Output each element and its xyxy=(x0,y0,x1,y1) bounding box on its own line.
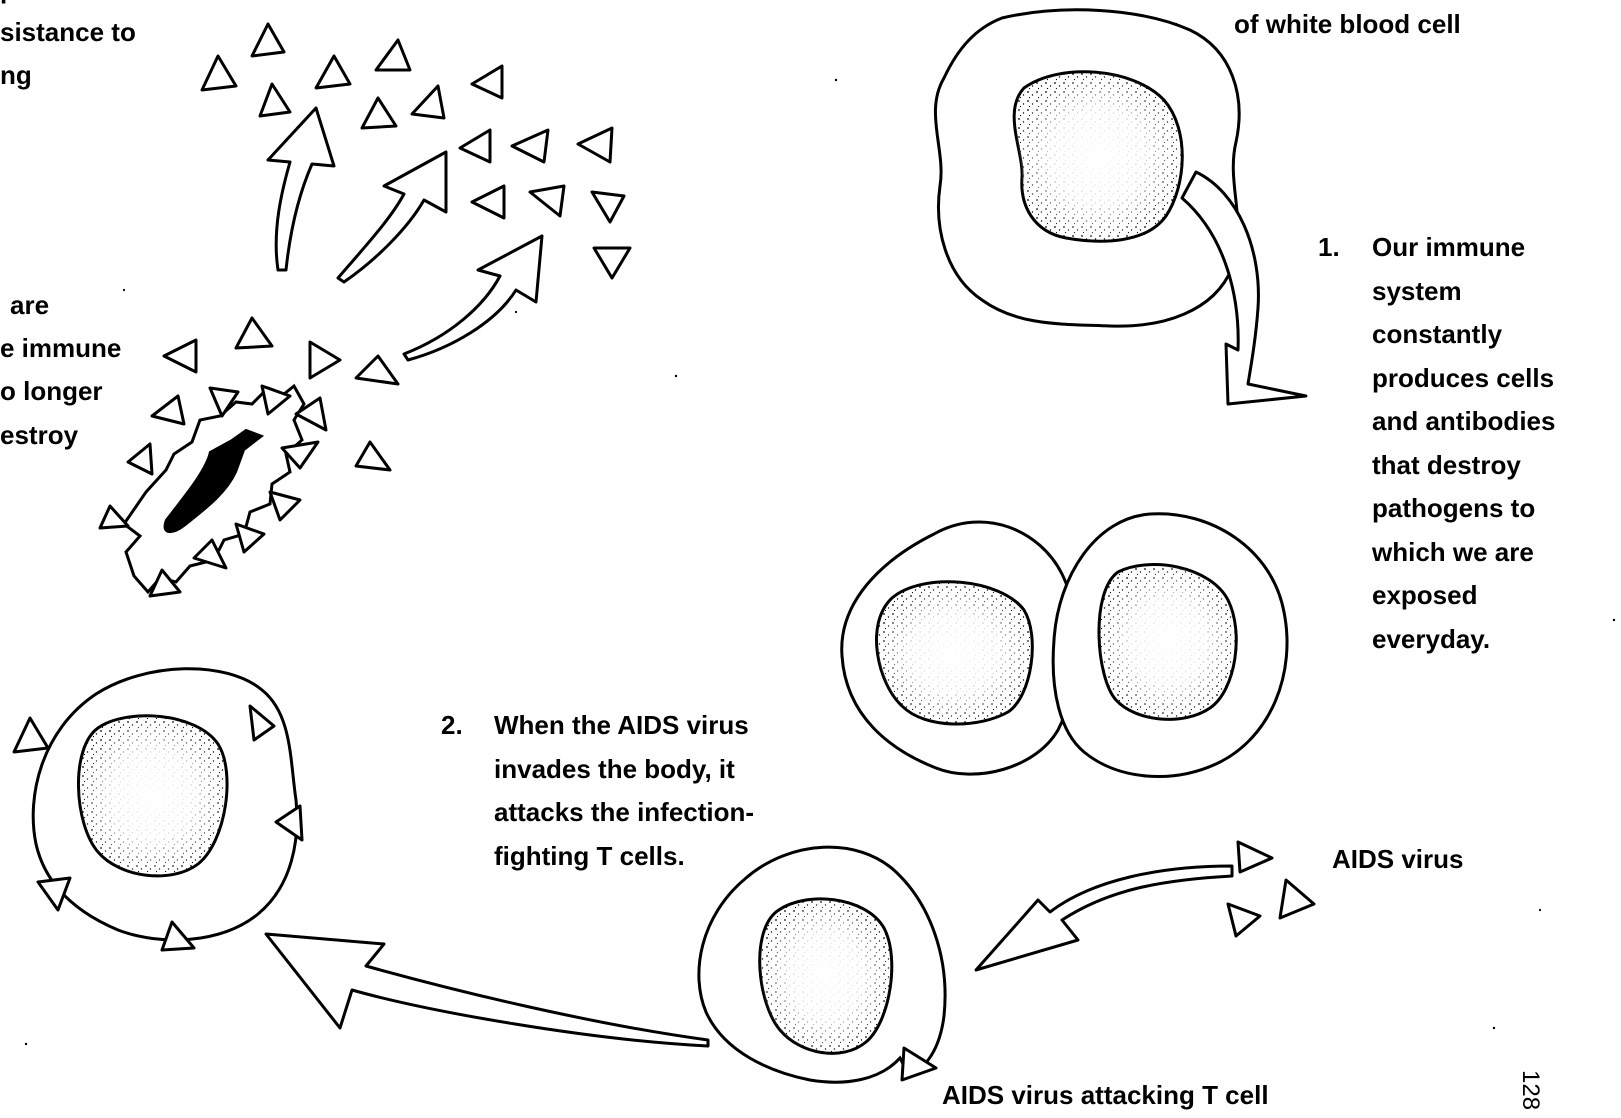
top-left-fragment-3: ng xyxy=(0,54,32,98)
step-1-line: Our immune xyxy=(1372,226,1555,270)
spread-arrow xyxy=(266,934,708,1046)
virus-particle xyxy=(1228,904,1260,936)
released-viruses xyxy=(202,24,630,278)
page-number: 128 xyxy=(1509,1070,1553,1110)
left-fragment-3: o longer xyxy=(0,370,103,414)
step-1-line: pathogens to xyxy=(1372,487,1555,531)
aids-virus-label: AIDS virus xyxy=(1332,838,1464,882)
top-right-label: of white blood cell xyxy=(1234,3,1461,47)
burst-arrow xyxy=(268,108,334,270)
step-1-line: produces cells xyxy=(1372,357,1555,401)
step-1-line: which we are xyxy=(1372,531,1555,575)
infected-cell xyxy=(14,669,302,950)
infection-arrow xyxy=(976,866,1232,970)
step-1-line: that destroy xyxy=(1372,444,1555,488)
burst-arrows xyxy=(268,108,542,360)
step-1-line: and antibodies xyxy=(1372,400,1555,444)
step-2-number: 2. xyxy=(441,704,463,748)
step-1-line: everyday. xyxy=(1372,618,1555,662)
daughter-nucleus-left xyxy=(877,582,1033,724)
burst-arrow xyxy=(338,152,446,282)
step-1-text: Our immune system constantly produces ce… xyxy=(1372,226,1555,661)
step-2-line: When the AIDS virus xyxy=(494,704,754,748)
top-left-fragment-1: p xyxy=(0,0,16,12)
step-1: 1. Our immune system constantly produces… xyxy=(1318,226,1618,666)
step-1-line: exposed xyxy=(1372,574,1555,618)
left-fragment-2: e immune xyxy=(0,327,121,371)
t-cell-nucleus xyxy=(760,899,892,1053)
left-fragment-4: estroy xyxy=(0,414,78,458)
virus-particle xyxy=(1280,880,1314,918)
burst-arrow xyxy=(404,236,542,360)
step-2-line: attacks the infection- xyxy=(494,791,754,835)
daughter-nucleus-right xyxy=(1099,565,1236,720)
step-2-text: When the AIDS virus invades the body, it… xyxy=(494,704,754,878)
virus-particle xyxy=(1238,842,1272,872)
step-1-line: system xyxy=(1372,270,1555,314)
aids-virus-particles xyxy=(1228,842,1314,936)
left-fragment-1: are xyxy=(10,284,49,328)
top-left-fragment-2: sistance to xyxy=(0,11,136,55)
white-blood-cell xyxy=(935,10,1239,326)
cell-nucleus xyxy=(1014,72,1182,241)
step-2-line: invades the body, it xyxy=(494,748,754,792)
step-2-line: fighting T cells. xyxy=(494,835,754,879)
destroyed-cell xyxy=(100,318,398,596)
step-1-number: 1. xyxy=(1318,226,1340,270)
attacking-label: AIDS virus attacking T cell xyxy=(942,1074,1269,1118)
step-1-line: constantly xyxy=(1372,313,1555,357)
step-2: 2. When the AIDS virus invades the body,… xyxy=(441,704,841,884)
infected-cell-nucleus xyxy=(78,716,227,876)
daughter-cells xyxy=(842,514,1287,777)
